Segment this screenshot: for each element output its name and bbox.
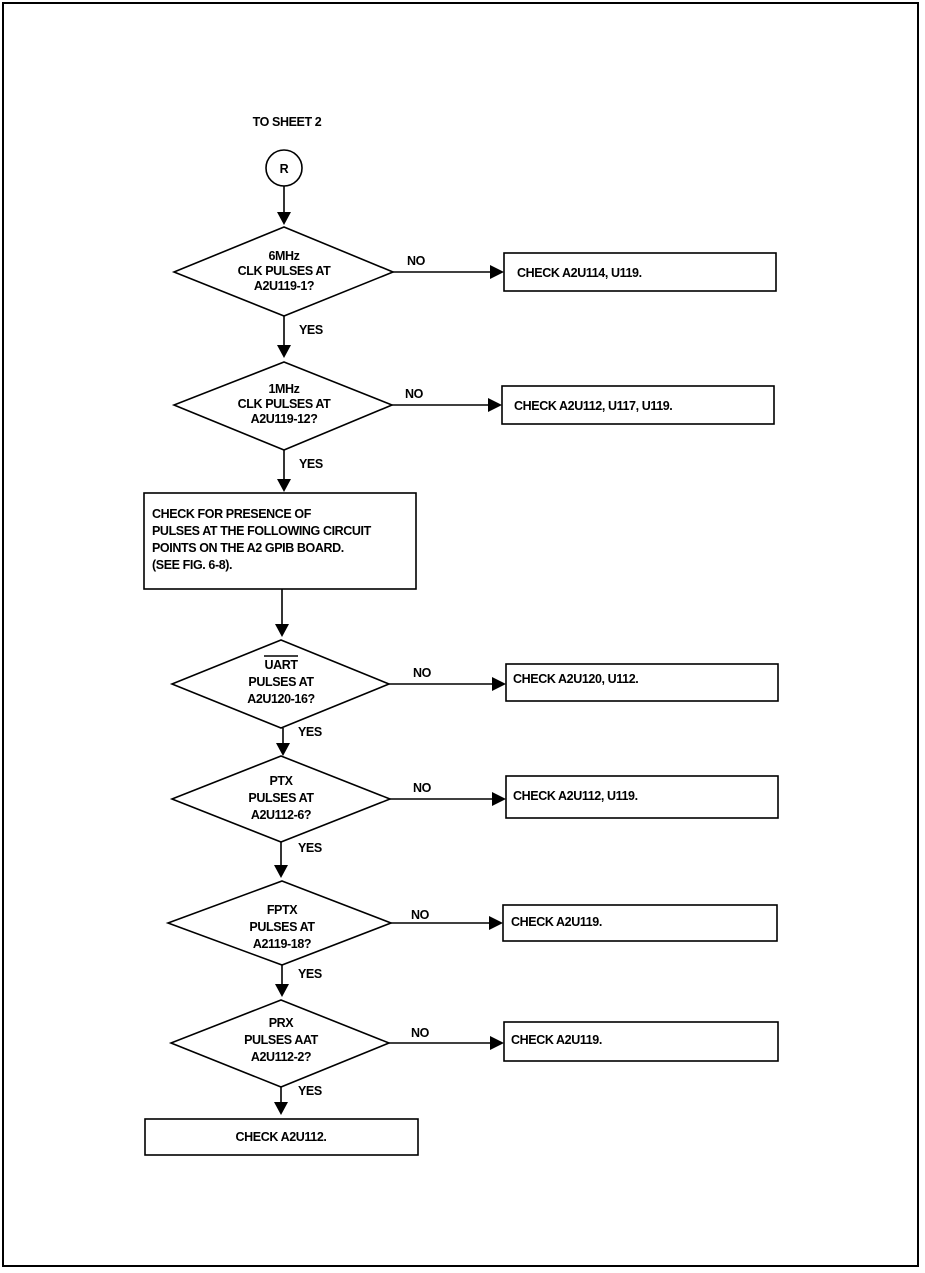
decision-2-line-3: A2U119-12? xyxy=(251,412,318,426)
decision-5-line-1: FPTX xyxy=(267,903,298,917)
no-label-4: NO xyxy=(413,781,432,795)
action-4-text: CHECK A2U112, U119. xyxy=(513,789,638,803)
arrowhead xyxy=(277,479,291,492)
action-2-text: CHECK A2U112, U117, U119. xyxy=(514,399,672,413)
arrowhead xyxy=(492,792,506,806)
arrowhead xyxy=(277,212,291,225)
arrowhead xyxy=(277,345,291,358)
decision-4-line-2: PULSES AT xyxy=(248,791,314,805)
arrowhead xyxy=(274,1102,288,1115)
yes-label-5: YES xyxy=(298,967,322,981)
decision-6-line-1: PRX xyxy=(269,1016,295,1030)
arrowhead xyxy=(274,865,288,878)
arrowhead xyxy=(490,1036,504,1050)
arrowhead xyxy=(276,743,290,756)
action-box-1 xyxy=(503,252,777,292)
process-line-4: (SEE FIG. 6-8). xyxy=(152,558,232,572)
decision-4-line-1: PTX xyxy=(269,774,293,788)
decision-5-line-2: PULSES AT xyxy=(249,920,315,934)
decision-5-line-3: A2119-18? xyxy=(253,937,311,951)
action-3-text: CHECK A2U120, U112. xyxy=(513,672,638,686)
decision-4-line-3: A2U112-6? xyxy=(251,808,311,822)
arrowhead xyxy=(492,677,506,691)
decision-1-line-1: 6MHz xyxy=(268,249,299,263)
process-line-3: POINTS ON THE A2 GPIB BOARD. xyxy=(152,541,344,555)
decision-3-line-1: UART xyxy=(264,658,298,672)
process-line-1: CHECK FOR PRESENCE OF xyxy=(152,507,312,521)
process-box xyxy=(143,492,417,590)
yes-label-1: YES xyxy=(299,323,323,337)
arrowhead xyxy=(489,916,503,930)
decision-2-line-1: 1MHz xyxy=(268,382,299,396)
decision-2-line-2: CLK PULSES AT xyxy=(238,397,331,411)
action-box-3 xyxy=(505,663,779,702)
yes-label-4: YES xyxy=(298,841,322,855)
final-action-box xyxy=(144,1118,419,1156)
action-1-text: CHECK A2U114, U119. xyxy=(517,266,642,280)
no-label-3: NO xyxy=(413,666,432,680)
yes-label-6: YES xyxy=(298,1084,322,1098)
decision-6-line-2: PULSES AAT xyxy=(244,1033,319,1047)
decision-1-line-2: CLK PULSES AT xyxy=(238,264,331,278)
connector-note: TO SHEET 2 xyxy=(253,115,322,129)
decision-3-line-3: A2U120-16? xyxy=(247,692,315,706)
action-box-2 xyxy=(501,385,775,425)
no-label-6: NO xyxy=(411,1026,430,1040)
yes-label-3: YES xyxy=(298,725,322,739)
no-label-1: NO xyxy=(407,254,426,268)
arrowhead xyxy=(275,984,289,997)
arrowhead xyxy=(490,265,504,279)
arrowhead xyxy=(275,624,289,637)
action-6-text: CHECK A2U119. xyxy=(511,1033,602,1047)
no-label-5: NO xyxy=(411,908,430,922)
decision-1-line-3: A2U119-1? xyxy=(254,279,314,293)
decision-3-line-2: PULSES AT xyxy=(248,675,314,689)
yes-label-2: YES xyxy=(299,457,323,471)
action-box-4 xyxy=(505,775,779,819)
action-box-6 xyxy=(503,1021,779,1062)
arrowhead xyxy=(488,398,502,412)
action-5-text: CHECK A2U119. xyxy=(511,915,602,929)
final-action-text: CHECK A2U112. xyxy=(236,1130,327,1144)
process-line-2: PULSES AT THE FOLLOWING CIRCUIT xyxy=(152,524,372,538)
decision-diamond-3 xyxy=(169,639,392,729)
action-box-5 xyxy=(502,904,778,942)
decision-6-line-3: A2U112-2? xyxy=(251,1050,311,1064)
no-label-2: NO xyxy=(405,387,424,401)
connector-label: R xyxy=(280,162,289,176)
